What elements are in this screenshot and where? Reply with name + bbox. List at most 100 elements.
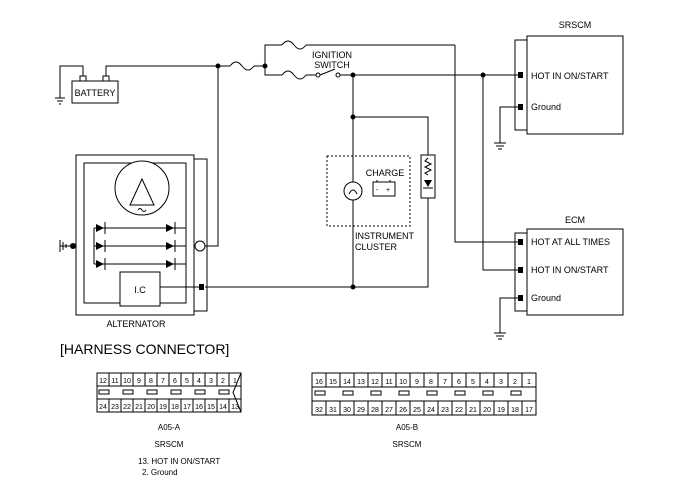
pin-number: 16	[195, 404, 203, 411]
ecm-pin-hot-at-all-times: HOT AT ALL TIMES	[531, 237, 610, 247]
a05-a-note-2: 2. Ground	[142, 468, 178, 477]
pin-number: 24	[99, 404, 107, 411]
pin-number: 7	[161, 378, 165, 385]
srscm-pin-hot-in-on-start: HOT IN ON/START	[531, 71, 609, 81]
pin-number: 29	[357, 407, 365, 414]
pin-number: 30	[343, 407, 351, 414]
pin-number: 27	[385, 407, 393, 414]
pin-number: 17	[183, 404, 191, 411]
pin-number: 15	[329, 379, 337, 386]
latch-slot	[314, 390, 326, 396]
pin-number: 16	[315, 379, 323, 386]
alternator: I.C ALTERNATOR	[59, 154, 208, 329]
latch-slot	[146, 389, 158, 395]
battery: BATTERY	[55, 65, 218, 105]
latch-slot	[482, 390, 494, 396]
pin-number: 2	[221, 378, 225, 385]
a05-b-name: SRSCM	[393, 440, 422, 449]
latch-slot	[426, 390, 438, 396]
pin-number: 13	[231, 404, 239, 411]
latch-slot	[398, 390, 410, 396]
pin-number: 24	[427, 407, 435, 414]
ecm-pin-hot-in-on-start: HOT IN ON/START	[531, 265, 609, 275]
diode-icon	[424, 180, 432, 187]
pin-number: 20	[147, 404, 155, 411]
resistor-icon	[423, 157, 433, 176]
latch-slot	[194, 389, 206, 395]
svg-text:-: -	[376, 187, 379, 194]
svg-text:+: +	[386, 187, 390, 194]
pin-number: 3	[499, 379, 503, 386]
pin-number: 22	[123, 404, 131, 411]
pin-number: 28	[371, 407, 379, 414]
pin-number: 4	[485, 379, 489, 386]
pin-number: 23	[441, 407, 449, 414]
pin-number: 1	[233, 378, 237, 385]
pin-number: 5	[471, 379, 475, 386]
fuse-upper-icon	[281, 40, 307, 50]
battery-label: BATTERY	[75, 88, 116, 98]
pin-number: 3	[209, 378, 213, 385]
instrument-cluster: CHARGE - + INSTRUMENT CLUSTER	[326, 154, 436, 252]
pin-number: 32	[315, 407, 323, 414]
pin-number: 11	[111, 378, 118, 385]
ic-label: I.C	[134, 285, 146, 295]
rectifier-diodes	[93, 222, 187, 270]
pin-number: 13	[357, 379, 365, 386]
ignition-switch-label-2: SWITCH	[314, 60, 350, 70]
pin-number: 6	[457, 379, 461, 386]
pin-number: 9	[137, 378, 141, 385]
ecm-module: ECM HOT AT ALL TIMES HOT IN ON/START Gro…	[494, 215, 624, 340]
pin-number: 15	[207, 404, 215, 411]
latch-slot	[122, 389, 134, 395]
srscm-module: SRSCM HOT IN ON/START Ground	[494, 20, 624, 150]
pin-number: 17	[525, 407, 533, 414]
pin-number: 25	[413, 407, 421, 414]
latch-slot	[218, 389, 230, 395]
pin-number: 14	[343, 379, 351, 386]
pin-number: 21	[469, 407, 477, 414]
pin-number: 10	[123, 378, 131, 385]
pin-number: 11	[385, 379, 392, 386]
pin-number: 18	[171, 404, 179, 411]
battery-warning-icon	[372, 181, 396, 197]
pin-number: 31	[329, 407, 337, 414]
a05-a-code: A05-A	[158, 423, 181, 432]
harness-connector-heading: [HARNESS CONNECTOR]	[60, 341, 229, 357]
pin-number: 21	[135, 404, 143, 411]
main-feed: IGNITION SWITCH	[205, 40, 520, 290]
latch-slot	[454, 390, 466, 396]
pin-number: 6	[173, 378, 177, 385]
charge-lamp-icon	[343, 181, 363, 201]
a05-a-note-1: 13. HOT IN ON/START	[138, 457, 220, 466]
a05-a-name: SRSCM	[155, 440, 184, 449]
pin-number: 19	[497, 407, 505, 414]
pin-number: 5	[185, 378, 189, 385]
pin-number: 20	[483, 407, 491, 414]
instrument-cluster-label-1: INSTRUMENT	[355, 231, 414, 241]
srscm-title: SRSCM	[559, 20, 592, 30]
pin-number: 8	[149, 378, 153, 385]
ecm-pin-ground: Ground	[531, 293, 561, 303]
pin-number: 10	[399, 379, 407, 386]
b-terminal-icon	[194, 240, 206, 252]
pin-number: 22	[455, 407, 463, 414]
pin-number: 26	[399, 407, 407, 414]
pin-number: 12	[99, 378, 107, 385]
a05-b-code: A05-B	[396, 423, 418, 432]
connector-a05-b: 1632153114301329122811271026925824723622…	[311, 372, 537, 416]
pin-number: 7	[443, 379, 447, 386]
pin-number: 23	[111, 404, 119, 411]
pin-number: 9	[415, 379, 419, 386]
pin-number: 18	[511, 407, 519, 414]
pin-number: 12	[371, 379, 379, 386]
pin-number: 2	[513, 379, 517, 386]
fuse-lower-icon	[281, 70, 307, 80]
ecm-title: ECM	[565, 215, 585, 225]
pin-number: 14	[219, 404, 227, 411]
charge-label: CHARGE	[366, 168, 405, 178]
pin-number: 8	[429, 379, 433, 386]
latch-slot	[170, 389, 182, 395]
srscm-pin-ground: Ground	[531, 102, 561, 112]
